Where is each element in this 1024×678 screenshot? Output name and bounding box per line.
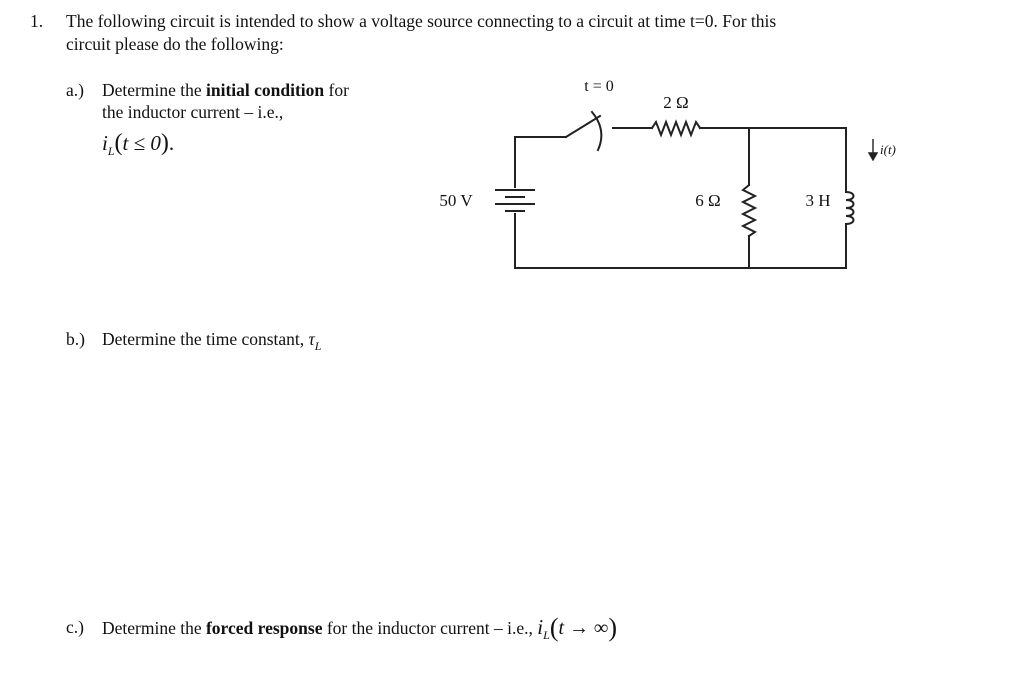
part-a-math-close: ): [160, 130, 169, 156]
wire-top-right: [699, 127, 847, 193]
part-a-math-expr: t ≤ 0: [122, 131, 161, 155]
part-c-pre: Determine the: [102, 618, 206, 638]
inductor-coil: [844, 190, 855, 226]
part-b-symbol-sub: L: [314, 339, 322, 353]
part-c-math-var: i: [537, 615, 544, 639]
part-c-math-close: ): [608, 613, 617, 642]
problem-intro-line2: circuit please do the following:: [66, 34, 284, 54]
part-a-bold: initial condition: [205, 80, 325, 100]
part-a-post: for: [324, 80, 349, 100]
part-a-line2: the inductor current – i.e.,: [102, 102, 284, 122]
part-c-math-open: (: [549, 613, 559, 642]
part-a-math-sub: L: [107, 144, 115, 158]
source-label: 50 V: [439, 191, 473, 210]
r-shunt-label: 6 Ω: [695, 191, 720, 210]
part-b-line: Determine the time constant, τL: [102, 328, 321, 357]
part-a-math: iL(t ≤ 0).: [102, 130, 174, 164]
part-b-symbol: τ: [308, 329, 315, 349]
part-b-text: Determine the time constant,: [102, 329, 309, 349]
part-c-line: Determine the forced response for the in…: [102, 613, 617, 646]
wire-left-top: [514, 136, 567, 188]
switch-label: t = 0: [584, 78, 613, 95]
part-b-label: b.): [66, 329, 85, 349]
part-c-label: c.): [66, 617, 84, 637]
part-c-math-expr: t → ∞: [558, 617, 609, 639]
r-series-label: 2 Ω: [663, 93, 688, 112]
wire-bottom: [514, 213, 847, 269]
part-a-line1: Determine the initial condition for: [102, 79, 349, 101]
part-c-bold: forced response: [205, 618, 323, 638]
problem-intro-line1: The following circuit is intended to sho…: [66, 11, 777, 31]
inductor-label: 3 H: [805, 191, 830, 210]
part-c-math-sub: L: [543, 628, 550, 642]
resistor-6ohm: [740, 183, 758, 238]
resistor-2ohm: [650, 119, 702, 138]
part-c-post: for the inductor current – i.e.,: [322, 618, 538, 638]
part-a-label: a.): [66, 80, 84, 100]
part-a-math-end: .: [168, 131, 175, 155]
part-a-math-open: (: [114, 130, 123, 156]
battery-50v: [495, 189, 535, 212]
problem-number: 1.: [30, 11, 44, 31]
part-a-pre: Determine the: [102, 80, 206, 100]
part-a-math-var: i: [102, 131, 108, 155]
switch-arm: [564, 114, 602, 139]
current-arrow: [867, 139, 879, 162]
current-label: i(t): [880, 142, 896, 157]
switch-arc: [590, 110, 603, 152]
